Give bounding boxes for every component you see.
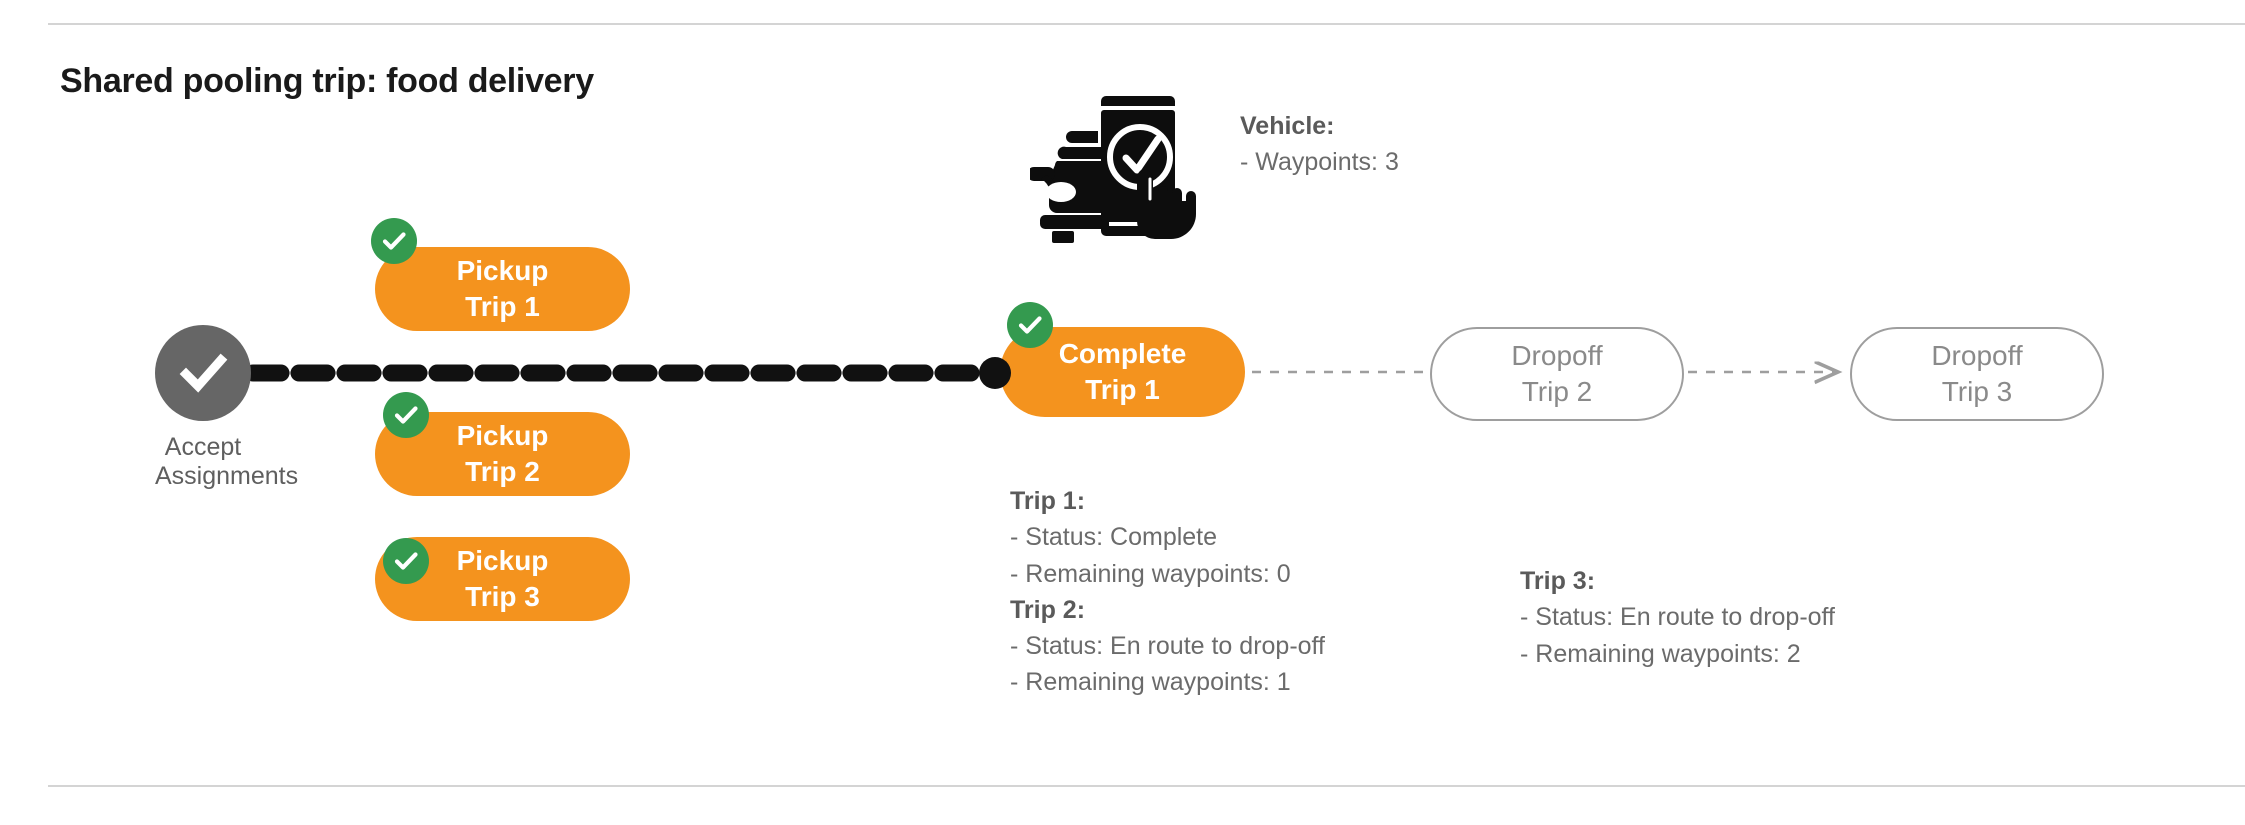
complete-trip-1-line1: Complete — [1058, 338, 1187, 370]
trip-1-status-line: - Status: Complete — [1010, 523, 1218, 552]
accept-label-line2: Assignments — [155, 462, 299, 490]
trip-3-waypoints-line: - Remaining waypoints: 2 — [1520, 639, 1801, 668]
top-divider — [48, 23, 2245, 25]
check-badge-icon — [382, 232, 406, 250]
vehicle-info-block: Vehicle: - Waypoints: 3 — [1240, 108, 1399, 181]
check-badge-pickup-trip-1 — [371, 218, 417, 264]
trip-1-heading: Trip 1: — [1010, 483, 1325, 519]
dropoff-trip-2-line2: Trip 2 — [1521, 376, 1593, 407]
accept-check-circle — [155, 325, 251, 421]
trip-2-heading-colon: : — [1076, 595, 1086, 624]
check-badge-complete-trip-1 — [1007, 302, 1053, 348]
dropoff-trip-3-line1: Dropoff — [1931, 340, 2023, 372]
node-dropoff-trip-3[interactable]: Dropoff Trip 3 — [1850, 327, 2104, 421]
node-pickup-trip-1[interactable]: Pickup Trip 1 — [375, 247, 630, 331]
pickup-trip-1-line2: Trip 1 — [465, 291, 540, 322]
car-phone-check-icon — [1030, 96, 1196, 243]
dropoff-trip-2-line1: Dropoff — [1511, 340, 1603, 372]
accept-assignments-node[interactable]: Accept Assignments — [155, 325, 299, 491]
trip-1-2-info-block: Trip 1: - Status: Complete - Remaining w… — [1010, 483, 1325, 701]
vehicle-waypoints-line: - Waypoints: 3 — [1240, 148, 1399, 177]
trip-2-waypoints-line: - Remaining waypoints: 1 — [1010, 668, 1291, 697]
trip-3-heading-colon: : — [1586, 567, 1596, 595]
complete-trip-1-line2: Trip 1 — [1085, 374, 1160, 405]
dropoff-trip-3-line2: Trip 3 — [1941, 376, 2013, 407]
pickup-trip-2-line1: Pickup — [456, 420, 549, 452]
trip-2-status-line: - Status: En route to drop-off — [1010, 632, 1325, 660]
trip-1-heading-colon: : — [1076, 487, 1086, 515]
trip-1-heading-label: Trip 1 — [1010, 487, 1077, 515]
pickup-trip-1-line1: Pickup — [456, 255, 549, 287]
trip-3-heading-label: Trip 3 — [1520, 567, 1587, 595]
trip-3-status-line: - Status: En route to drop-off — [1520, 603, 1835, 632]
accept-node-label: Accept Assignments — [155, 433, 299, 491]
node-pickup-trip-2[interactable]: Pickup Trip 2 — [375, 412, 630, 496]
trip-1-waypoints-line: - Remaining waypoints: 0 — [1010, 559, 1291, 588]
trip-2-heading-label: Trip 2 — [1010, 595, 1077, 624]
trip-3-info-block: Trip 3: - Status: En route to drop-off -… — [1520, 563, 1835, 672]
trip-2-heading: Trip 2: — [1010, 592, 1325, 628]
check-badge-icon — [394, 406, 418, 424]
node-dropoff-trip-2[interactable]: Dropoff Trip 2 — [1430, 327, 1684, 421]
check-badge-pickup-trip-3 — [383, 538, 429, 584]
vehicle-info-heading: Vehicle: — [1240, 108, 1399, 144]
pickup-trip-2-line2: Trip 2 — [465, 456, 540, 487]
page-title: Shared pooling trip: food delivery — [60, 62, 594, 100]
check-badge-icon — [394, 552, 418, 570]
trip-3-heading: Trip 3: — [1520, 563, 1835, 599]
check-circle-icon — [179, 353, 228, 393]
route-terminal-dot — [979, 357, 1011, 389]
check-badge-icon — [1018, 316, 1042, 334]
vehicle-heading-label: Vehicle — [1240, 112, 1327, 140]
accept-label-line1: Accept — [164, 433, 242, 461]
bottom-divider — [48, 785, 2245, 787]
node-complete-trip-1[interactable]: Complete Trip 1 — [1000, 327, 1245, 417]
vehicle-heading-colon: : — [1326, 112, 1335, 140]
pickup-trip-3-line1: Pickup — [456, 545, 549, 577]
pickup-trip-3-line2: Trip 3 — [465, 581, 540, 612]
check-badge-pickup-trip-2 — [383, 392, 429, 438]
